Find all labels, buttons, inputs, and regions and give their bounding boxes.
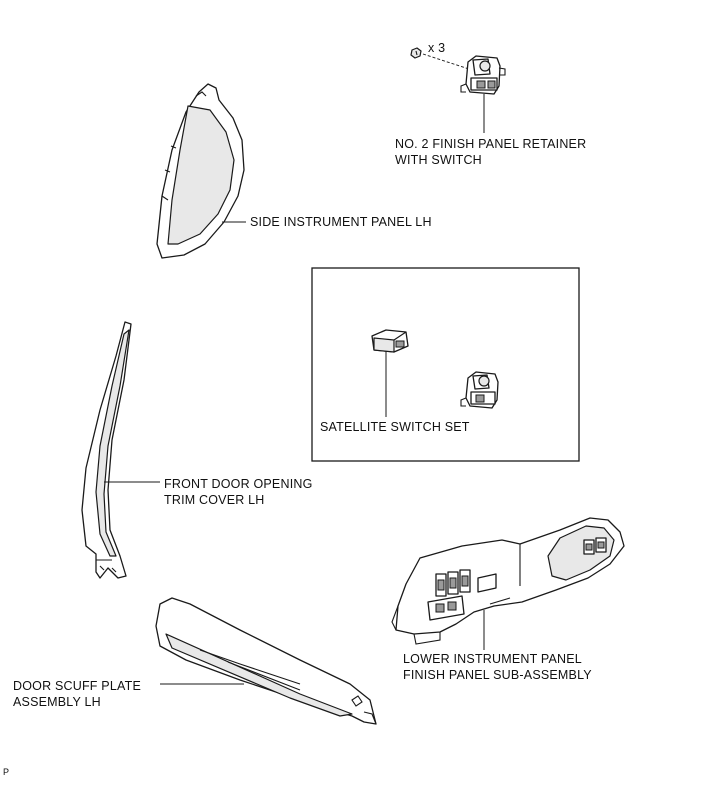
scuff-label-line2: ASSEMBLY LH (13, 695, 101, 709)
side-panel-label: SIDE INSTRUMENT PANEL LH (250, 215, 432, 229)
screw (410, 47, 422, 59)
door-scuff-plate-assembly-lh (155, 597, 377, 725)
quantity-label: x 3 (428, 41, 446, 55)
door-trim-label-line2: TRIM COVER LH (164, 493, 265, 507)
satellite-label: SATELLITE SWITCH SET (320, 420, 470, 434)
retainer-label-line2: WITH SWITCH (395, 153, 482, 167)
side-instrument-panel-lh (156, 83, 245, 259)
door-trim-label-line1: FRONT DOOR OPENING (164, 477, 313, 491)
satellite-retainer (460, 371, 499, 409)
lower-panel-label-line2: FINISH PANEL SUB-ASSEMBLY (403, 668, 592, 682)
retainer-label-line1: NO. 2 FINISH PANEL RETAINER (395, 137, 587, 151)
satellite-switch (371, 329, 409, 353)
satellite-switch-set-box (311, 267, 580, 462)
corner-code: P (3, 767, 10, 777)
scuff-label-line1: DOOR SCUFF PLATE (13, 679, 141, 693)
lower-panel-label-line1: LOWER INSTRUMENT PANEL (403, 652, 582, 666)
lower-instrument-panel-finish-panel (391, 517, 625, 645)
front-door-opening-trim-cover-lh (81, 321, 132, 579)
no2-finish-panel-retainer-with-switch (460, 55, 506, 95)
screw-dashed-line (422, 53, 473, 71)
